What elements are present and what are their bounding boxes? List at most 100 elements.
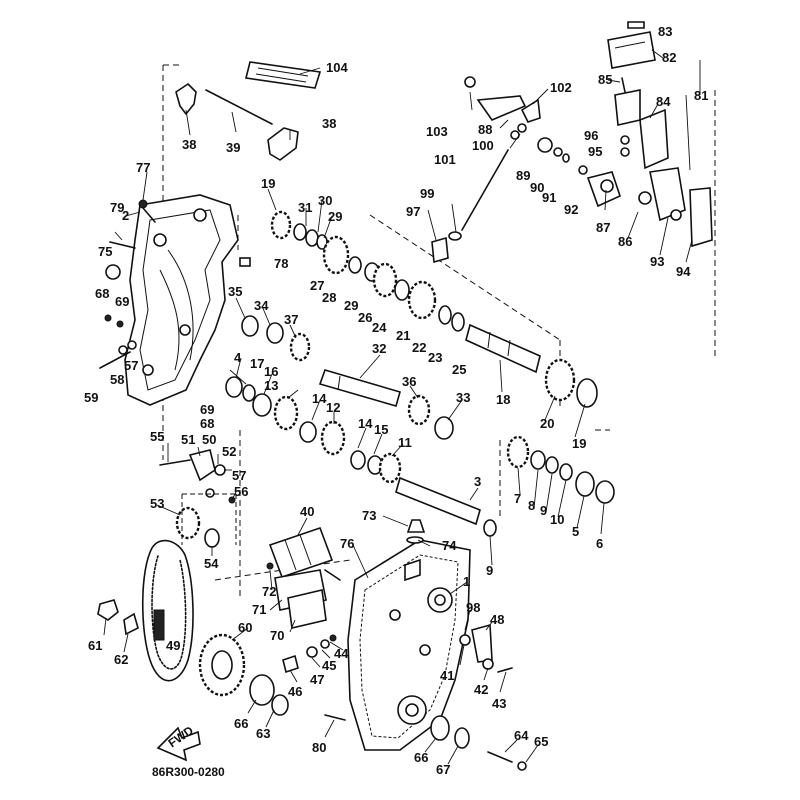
callout-28: 28 <box>322 290 336 305</box>
callout-58: 58 <box>110 372 124 387</box>
callout-26: 26 <box>358 310 372 325</box>
left-bolts <box>97 599 139 636</box>
plates <box>266 562 327 629</box>
callout-15: 15 <box>374 422 388 437</box>
shift-linkage <box>431 76 621 264</box>
transmission-case <box>347 539 471 751</box>
callout-86: 86 <box>618 234 632 249</box>
callout-6: 6 <box>596 536 603 551</box>
drive-chain <box>141 539 194 682</box>
callout-98: 98 <box>466 600 480 615</box>
right-gear-cluster <box>506 435 615 504</box>
callout-32: 32 <box>372 341 386 356</box>
callout-96: 96 <box>584 128 598 143</box>
callout-44: 44 <box>334 646 349 661</box>
callout-19b: 19 <box>572 436 586 451</box>
callout-93: 93 <box>650 254 664 269</box>
callout-87: 87 <box>596 220 610 235</box>
callout-97: 97 <box>406 204 420 219</box>
callout-61: 61 <box>88 638 102 653</box>
callout-31: 31 <box>298 200 312 215</box>
callout-52: 52 <box>222 444 236 459</box>
callout-11: 11 <box>398 435 412 450</box>
callout-35: 35 <box>228 284 242 299</box>
callout-7: 7 <box>514 491 521 506</box>
callout-4: 4 <box>234 350 242 365</box>
callout-70: 70 <box>270 628 284 643</box>
callout-89: 89 <box>516 168 530 183</box>
callout-38a: 38 <box>182 137 196 152</box>
callout-76: 76 <box>340 536 354 551</box>
callout-90: 90 <box>530 180 544 195</box>
callout-59: 59 <box>84 390 98 405</box>
callout-88: 88 <box>478 122 492 137</box>
callout-103: 103 <box>426 124 448 139</box>
leader-lines <box>103 49 701 765</box>
callout-101: 101 <box>434 152 456 167</box>
callout-29b: 29 <box>344 298 358 313</box>
callout-24: 24 <box>372 320 387 335</box>
callout-45: 45 <box>322 658 336 673</box>
callout-91: 91 <box>542 190 556 205</box>
callout-54: 54 <box>204 556 219 571</box>
callout-69b: 69 <box>200 402 214 417</box>
forward-arrow <box>156 726 201 762</box>
catalog-code: 86R300-0280 <box>152 765 225 779</box>
callout-8: 8 <box>528 498 535 513</box>
callout-labels: 1 2 3 4 5 6 7 8 9 9 10 11 12 13 14 14 15… <box>84 24 708 777</box>
callout-46: 46 <box>288 684 302 699</box>
callout-1: 1 <box>463 574 470 589</box>
callout-39: 39 <box>226 140 240 155</box>
callout-75: 75 <box>98 244 112 259</box>
callout-64: 64 <box>514 728 529 743</box>
callout-25: 25 <box>452 362 466 377</box>
left-case-cover <box>124 194 239 406</box>
callout-47: 47 <box>310 672 324 687</box>
callout-33: 33 <box>456 390 470 405</box>
callout-80: 80 <box>312 740 326 755</box>
callout-84: 84 <box>656 94 671 109</box>
callout-10: 10 <box>550 512 564 527</box>
callout-66b: 66 <box>414 750 428 765</box>
callout-38b: 38 <box>322 116 336 131</box>
callout-3: 3 <box>474 474 481 489</box>
callout-68b: 68 <box>200 416 214 431</box>
callout-99: 99 <box>420 186 434 201</box>
callout-40: 40 <box>300 504 314 519</box>
shift-drum <box>268 526 341 581</box>
lower-right-parts <box>282 623 527 771</box>
callout-14b: 14 <box>358 416 373 431</box>
callout-94: 94 <box>676 264 691 279</box>
callout-9b: 9 <box>486 563 493 578</box>
callout-55: 55 <box>150 429 164 444</box>
callout-51: 51 <box>181 432 195 447</box>
callout-49: 49 <box>166 638 180 653</box>
callout-77: 77 <box>136 160 150 175</box>
callout-19a: 19 <box>261 176 275 191</box>
callout-68a: 68 <box>95 286 109 301</box>
callout-92: 92 <box>564 202 578 217</box>
callout-9a: 9 <box>540 503 547 518</box>
callout-36: 36 <box>402 374 416 389</box>
middle-shaft-parts <box>225 315 497 537</box>
callout-5: 5 <box>572 524 579 539</box>
callout-20: 20 <box>540 416 554 431</box>
left-fasteners <box>99 199 251 369</box>
callout-79: 79 <box>110 200 124 215</box>
callout-66a: 66 <box>234 716 248 731</box>
callout-50: 50 <box>202 432 216 447</box>
lower-sprocket <box>198 633 289 716</box>
callout-62: 62 <box>114 652 128 667</box>
callout-16: 16 <box>264 364 278 379</box>
callout-104: 104 <box>326 60 348 75</box>
callout-41: 41 <box>440 668 454 683</box>
callout-67: 67 <box>436 762 450 777</box>
upper-shaft-parts <box>270 210 598 408</box>
switch-assembly <box>607 21 713 248</box>
callout-81: 81 <box>694 88 708 103</box>
callout-57a: 57 <box>124 358 138 373</box>
callout-48: 48 <box>490 612 504 627</box>
callout-56: 56 <box>234 484 248 499</box>
callout-22: 22 <box>412 340 426 355</box>
callout-14a: 14 <box>312 391 327 406</box>
